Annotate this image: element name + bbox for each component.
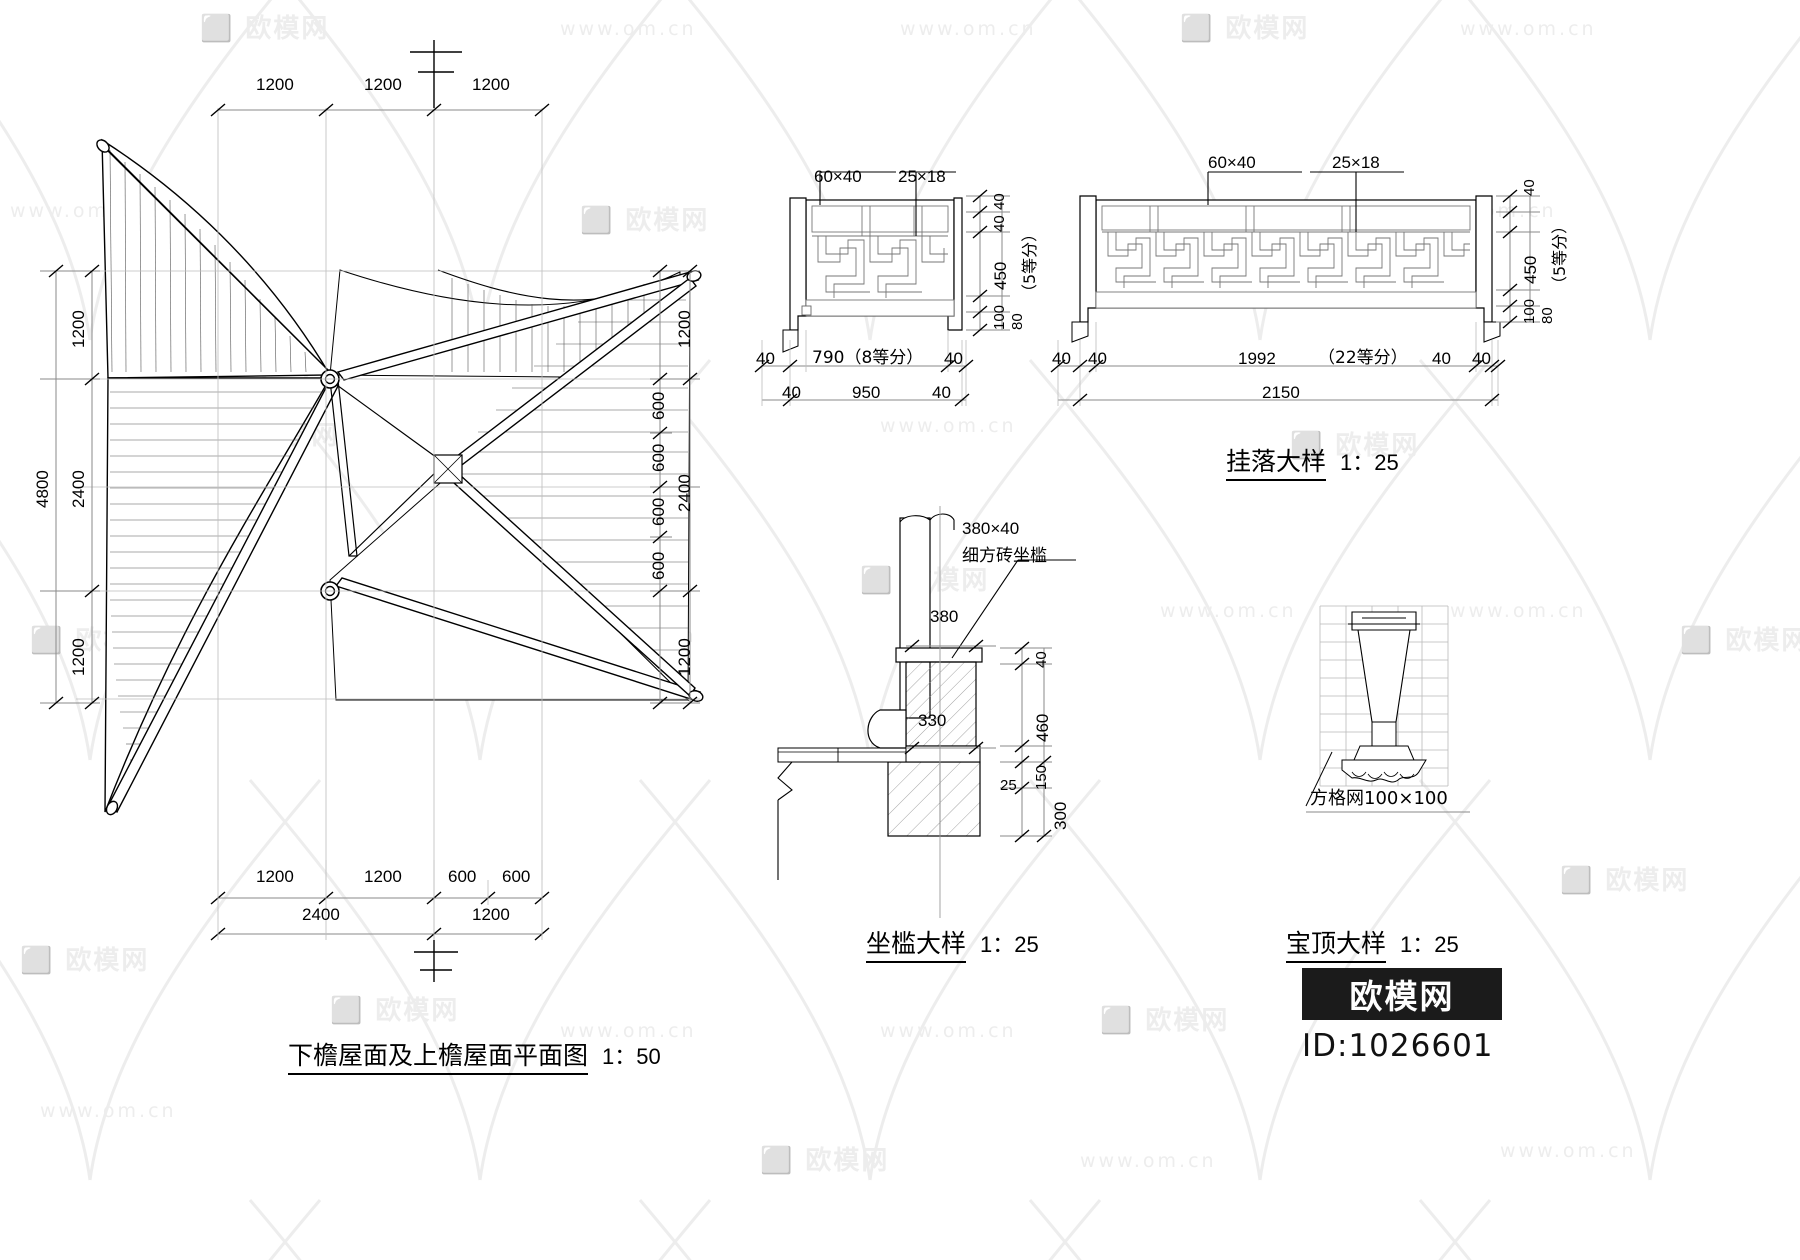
lattice-large-dim-40c: 40 — [1432, 349, 1451, 368]
asset-id-label: ID:1026601 — [1302, 1028, 1494, 1064]
lattice-large-dim-1992: 1992 — [1238, 349, 1276, 368]
seat-rail-dim-380: 380 — [930, 607, 959, 626]
lattice-small-member-b: 25×18 — [898, 167, 946, 186]
lattice-small-dim-100: 100 — [991, 304, 1008, 330]
lattice-small-dim-left40: 40 — [756, 349, 775, 368]
dim-left-1: 1200 — [69, 310, 88, 348]
lattice-large-dim-40d: 40 — [1472, 349, 1491, 368]
hanging-fascia-title-text: 挂落大样 — [1226, 447, 1327, 481]
dim-bottom-total-1: 2400 — [302, 905, 340, 924]
finial-drawing — [1305, 605, 1470, 813]
lattice-small-dim-right40: 40 — [944, 349, 963, 368]
dim-bottom-3: 600 — [448, 867, 477, 886]
dim-bottom — [210, 860, 550, 941]
roof-plan-scale: 1：50 — [602, 1044, 661, 1069]
roof-plan-title-text: 下檐屋面及上檐屋面平面图 — [288, 1041, 589, 1075]
center-axis-symbol-top — [410, 40, 462, 108]
seat-rail-dim-40: 40 — [1033, 651, 1050, 668]
lattice-small-drawing — [754, 171, 1010, 407]
lattice-small-dim-80: 80 — [1009, 313, 1026, 330]
lattice-small-division-note: （5等分） — [1020, 225, 1039, 300]
seat-rail-title: 坐槛大样 1：25 — [866, 924, 1039, 963]
brand-logo: 欧模网 — [1302, 968, 1502, 1020]
seat-rail-dim-330: 330 — [918, 711, 947, 730]
lattice-small-dim-790: 790（8等分） — [812, 348, 924, 368]
finial-grid-note: 方格网100×100 — [1310, 788, 1448, 809]
dim-top-2: 1200 — [364, 75, 402, 94]
center-axis-symbol-bottom — [414, 940, 458, 982]
upper-roof-inner — [329, 379, 441, 557]
dim-top-1: 1200 — [256, 75, 294, 94]
hanging-fascia-title: 挂落大样 1：25 — [1226, 442, 1399, 481]
finial-scale: 1：25 — [1400, 932, 1459, 957]
finial-title-text: 宝顶大样 — [1286, 929, 1387, 963]
lattice-small-dim-40a: 40 — [991, 193, 1008, 210]
lattice-large-dim-450: 450 — [1521, 255, 1540, 284]
lattice-large-member-b: 25×18 — [1332, 153, 1380, 172]
dim-bottom-1: 1200 — [256, 867, 294, 886]
dim-top-3: 1200 — [472, 75, 510, 94]
roof-plan-title: 下檐屋面及上檐屋面平面图 1：50 — [288, 1036, 661, 1075]
dim-bottom-total-2: 1200 — [472, 905, 510, 924]
lattice-large-member-a: 60×40 — [1208, 153, 1256, 172]
lattice-large-dim-40a: 40 — [1052, 349, 1071, 368]
lattice-large-dim-100: 100 — [1521, 298, 1538, 324]
seat-rail-drawing — [777, 506, 1076, 918]
lattice-small-dim-right40b: 40 — [932, 383, 951, 402]
finial-title: 宝顶大样 1：25 — [1286, 924, 1459, 963]
dim-left-3: 1200 — [69, 638, 88, 676]
hanging-fascia-scale: 1：25 — [1340, 450, 1399, 475]
dim-left-total: 4800 — [33, 470, 52, 508]
dim-left-2: 2400 — [69, 470, 88, 508]
roof-eave-caps — [96, 139, 704, 816]
seat-rail-dim-150: 150 — [1033, 764, 1050, 790]
dim-right-outer-1: 1200 — [675, 310, 694, 348]
seat-rail-title-text: 坐槛大样 — [866, 929, 967, 963]
dim-right-small-4: 600 — [649, 551, 668, 580]
lattice-large-division-note: （5等分） — [1550, 217, 1569, 292]
lattice-small-dim-450: 450 — [991, 261, 1010, 290]
dim-top — [210, 103, 550, 117]
lattice-small-dim-950: 950 — [852, 383, 881, 402]
dim-right-small-1: 600 — [649, 391, 668, 420]
construction-grid — [76, 40, 700, 980]
seat-rail-dim-25: 25 — [1000, 777, 1017, 794]
seat-rail-dim-300: 300 — [1051, 801, 1070, 830]
dim-right-small-3: 600 — [649, 497, 668, 526]
dim-left — [40, 264, 100, 710]
center-finial-plan — [433, 454, 463, 484]
seat-rail-dim-460: 460 — [1033, 713, 1052, 742]
lattice-large-division-count: （22等分） — [1318, 348, 1408, 368]
lattice-small-dim-left40b: 40 — [782, 383, 801, 402]
lattice-large-dim-40: 40 — [1521, 179, 1538, 196]
brand-logo-text: 欧模网 — [1349, 977, 1455, 1016]
seat-rail-callout-text: 细方砖坐槛 — [962, 546, 1047, 566]
lattice-large-dim-80: 80 — [1539, 307, 1556, 324]
dim-right-small-2: 600 — [649, 443, 668, 472]
dim-bottom-2: 1200 — [364, 867, 402, 886]
dim-right-outer-3: 1200 — [675, 638, 694, 676]
seat-rail-callout-size: 380×40 — [962, 519, 1020, 538]
dim-bottom-4: 600 — [502, 867, 531, 886]
seat-rail-scale: 1：25 — [980, 932, 1039, 957]
lattice-small-dim-40b: 40 — [991, 215, 1008, 232]
lattice-small-member-a: 60×40 — [814, 167, 862, 186]
roof-quadrant-lower-right — [329, 469, 690, 701]
lattice-large-drawing — [1050, 171, 1540, 407]
lattice-large-dim-2150: 2150 — [1262, 383, 1300, 402]
dim-right — [650, 264, 700, 710]
dim-right-outer-2: 2400 — [675, 474, 694, 512]
roof-plan-drawing — [40, 40, 704, 982]
lattice-large-dim-40b: 40 — [1088, 349, 1107, 368]
